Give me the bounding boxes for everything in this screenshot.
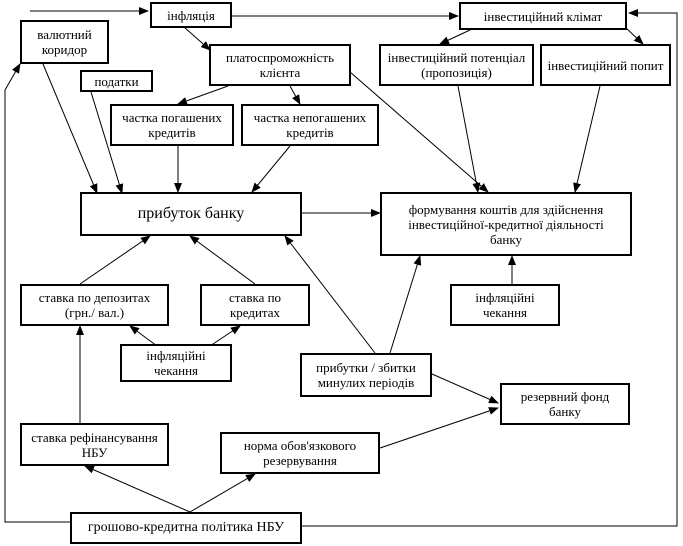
edge-past-to-funds <box>389 255 422 354</box>
node-repaid-share: частка погашених кредитів <box>110 104 234 146</box>
edge-policy-to-norm <box>189 473 256 513</box>
node-inflation: інфляція <box>150 2 232 28</box>
edge-taxes-to-profit <box>90 91 124 194</box>
node-credit-rate: ставка по кредитах <box>200 284 310 326</box>
edge-solvency-to-repaid <box>177 85 229 105</box>
edge-climate-to-demand <box>624 26 644 45</box>
node-inflation-expectations-right: інфляційні чекання <box>450 284 560 326</box>
edge-unrepaid-to-profit <box>251 145 291 193</box>
node-refinancing-rate: ставка рефінансування НБУ <box>20 423 169 466</box>
node-investment-demand: інвестиційний попит <box>540 44 671 86</box>
edge-past-to-profit <box>284 235 376 354</box>
edge-solvency-to-unrepaid <box>289 85 301 105</box>
edge-solvency-to-funds <box>349 71 489 193</box>
node-reserve-fund: резервний фонд банку <box>500 383 630 425</box>
node-investment-potential: інвестиційний потенціал (пропозиція) <box>379 44 534 86</box>
node-past-results: прибутки / збитки минулих періодів <box>300 353 432 397</box>
edge-past-to-reserve <box>431 373 499 404</box>
node-unrepaid-share: частка непогашених кредитів <box>241 104 379 146</box>
node-inflation-expectations-left: інфляційні чекання <box>120 344 232 382</box>
edge-corridor-to-profit <box>42 63 98 194</box>
node-client-solvency: платоспроможність клієнта <box>209 44 351 86</box>
edge-climate-to-potential <box>439 29 471 45</box>
edge-inflation-to-solvency <box>183 26 211 51</box>
node-taxes: податки <box>80 70 153 92</box>
edge-policy-to-refinancing <box>84 465 191 513</box>
node-funds-formation: формування коштів для здійснення інвести… <box>380 192 632 256</box>
edge-credit-to-profit <box>189 235 256 285</box>
edge-loop-to-climate <box>292 9 678 527</box>
node-bank-profit: прибуток банку <box>80 192 302 236</box>
edge-potential-to-funds <box>457 85 481 193</box>
node-investment-climate: інвестиційний клімат <box>459 2 627 30</box>
edge-norm-to-reserve <box>379 407 499 449</box>
edge-demand-to-funds <box>573 85 601 193</box>
edge-expect-to-deposit <box>129 325 158 347</box>
edge-expect-to-credit <box>209 325 241 347</box>
edge-deposit-to-profit <box>79 235 151 285</box>
node-reserve-norm: норма обов'язкового резервування <box>220 432 380 474</box>
node-deposit-rate: ставка по депозитах (грн./ вал.) <box>20 284 169 326</box>
node-currency-corridor: валютний коридор <box>20 20 109 64</box>
node-monetary-policy: грошово-кредитна політика НБУ <box>70 512 302 544</box>
